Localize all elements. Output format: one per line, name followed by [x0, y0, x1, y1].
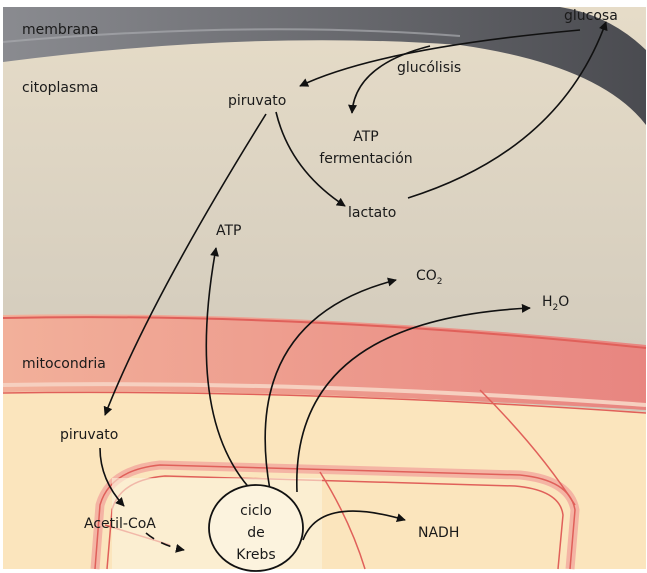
label-mitocondria: mitocondria — [22, 356, 106, 372]
label-krebs-krebs: Krebs — [236, 547, 275, 563]
arrow-krebs-nadh — [302, 510, 406, 541]
label-piruvato-mitocondria: piruvato — [60, 427, 118, 443]
arrow-krebs-co2 — [264, 277, 397, 491]
label-krebs-ciclo: ciclo — [240, 503, 272, 519]
label-lactato: lactato — [348, 205, 396, 221]
arrow-glucosa-piruvato — [299, 29, 581, 87]
arrow-krebs-atp — [205, 247, 254, 493]
pathway-arrows — [99, 21, 608, 553]
label-piruvato-citoplasma: piruvato — [228, 93, 286, 109]
arrow-lactato-glucosa — [407, 21, 608, 199]
label-krebs-de: de — [247, 525, 265, 541]
arrow-krebs-h2o — [296, 303, 531, 493]
label-glucolisis: glucólisis — [397, 60, 461, 76]
krebs-cycle-circle — [208, 484, 304, 572]
arrow-piruvato-lactato — [275, 111, 346, 207]
label-acetil-coa: Acetil-CoA — [84, 516, 156, 532]
label-nadh: NADH — [418, 525, 459, 541]
arrow-piruvato-mitocondria — [103, 113, 267, 416]
label-atp-krebs: ATP — [216, 223, 241, 239]
label-glucosa: glucosa — [564, 8, 618, 24]
arrow-piruvato-acetilcoa — [99, 447, 125, 507]
cell-membrane — [3, 7, 646, 125]
label-atp-fermentacion: ATP — [353, 129, 378, 145]
arrow-acetilcoa-krebs — [145, 532, 185, 553]
label-fermentacion: fermentación — [319, 151, 412, 167]
label-citoplasma: citoplasma — [22, 80, 99, 96]
label-h2o: H2O — [542, 294, 569, 313]
label-co2: CO2 — [416, 268, 443, 287]
arrow-glucolisis-atp — [348, 45, 431, 114]
label-membrana: membrana — [22, 22, 99, 38]
